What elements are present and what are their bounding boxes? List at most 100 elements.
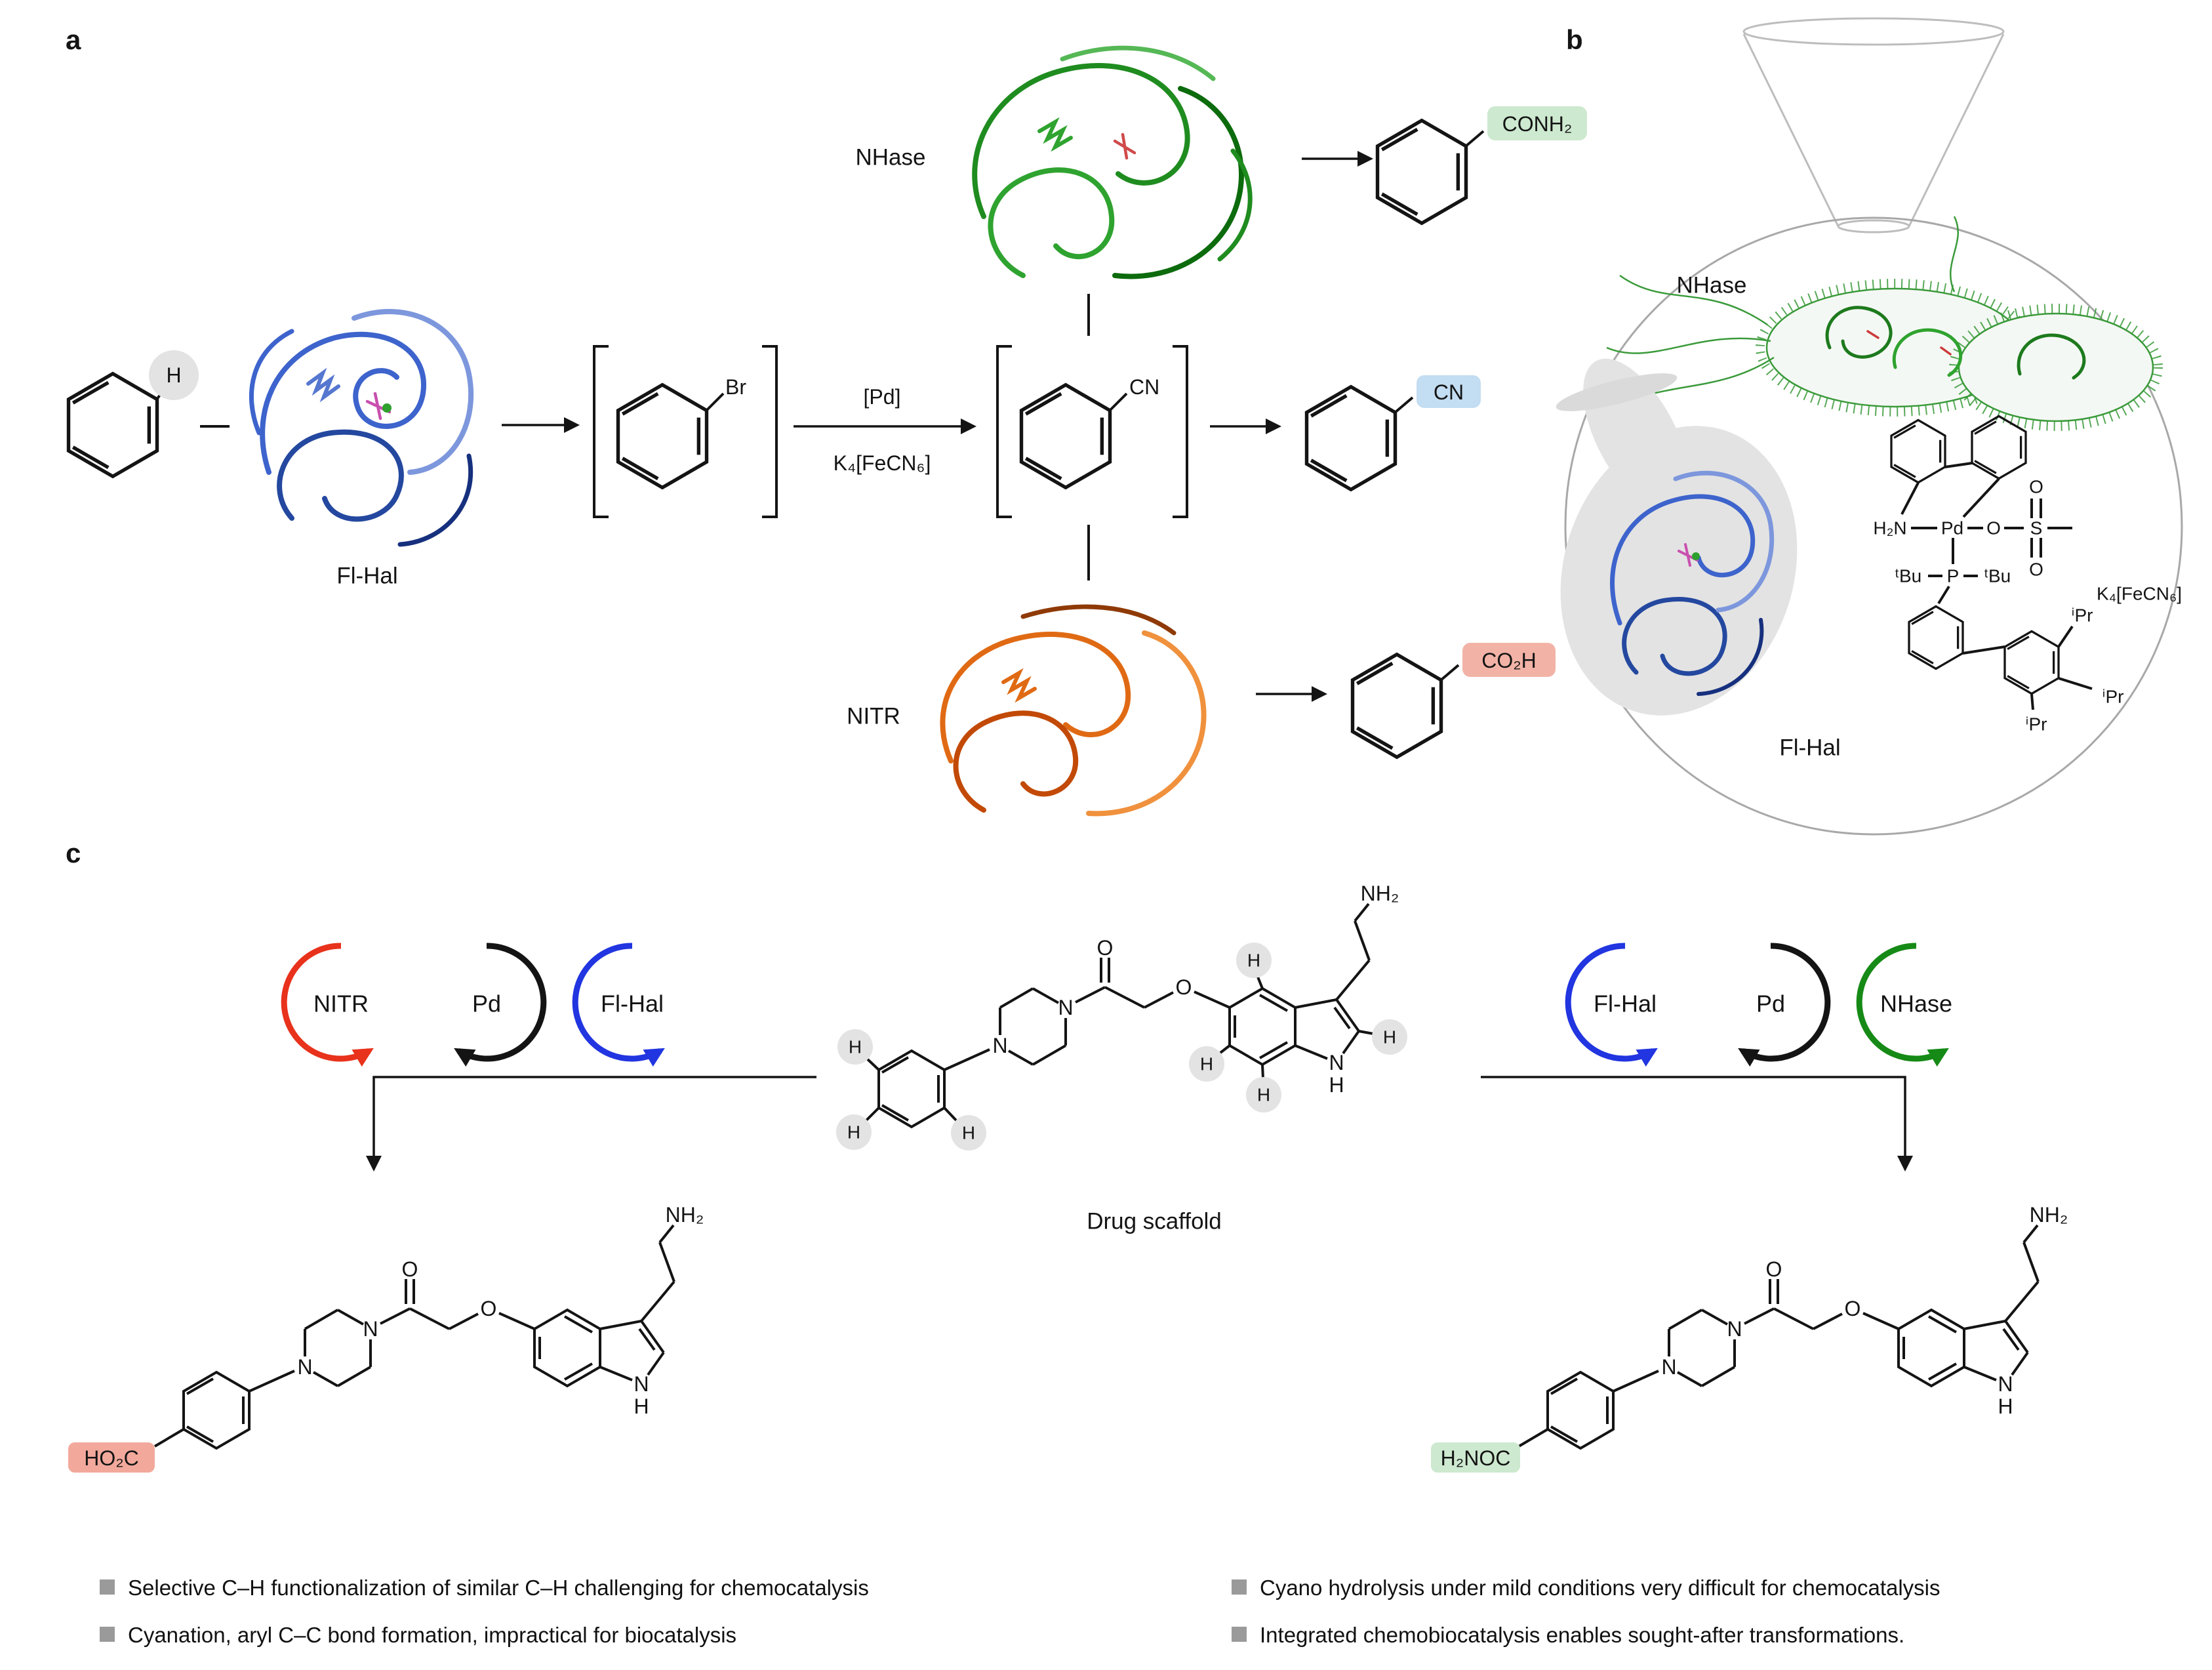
- benzene-ring: [1890, 418, 1946, 484]
- svg-text:H: H: [1998, 1395, 2013, 1418]
- nh2-group: NH₂: [1361, 882, 1399, 905]
- cyanide-source-label: K₄[FeCN₆]: [2097, 584, 2182, 604]
- cyanide-condition-label: K₄[FeCN₆]: [834, 451, 931, 475]
- svg-text:H: H: [849, 1037, 862, 1057]
- benzene-ring: [1378, 121, 1466, 224]
- bullet-square-icon: [100, 1579, 115, 1595]
- bond: [1439, 664, 1460, 682]
- scaffold-bonds: [182, 1224, 675, 1450]
- nhase-label: NHase: [856, 145, 926, 171]
- catalyst-bonds: [1900, 462, 2093, 710]
- cycle-label-pd: Pd: [1756, 990, 1785, 1017]
- fl-hal-label: Fl-Hal: [336, 563, 397, 589]
- tbu-group: ᵗBu: [1984, 566, 2011, 586]
- h-highlight-circle: [149, 350, 199, 400]
- n-atom: N: [992, 1034, 1007, 1057]
- bullet-item: Cyano hydrolysis under mild conditions v…: [1232, 1576, 1941, 1600]
- svg-text:O: O: [1845, 1297, 1861, 1320]
- svg-text:N: N: [1661, 1355, 1676, 1379]
- catalytic-cycle-pd: [1738, 943, 1831, 1067]
- amide-product-structure: N N O O N H NH₂ H₂NOC: [1431, 1203, 2068, 1473]
- benzene-ring: [1022, 385, 1110, 488]
- bracket-left: [996, 345, 1012, 518]
- key-points-right: Cyano hydrolysis under mild conditions v…: [1232, 1576, 1941, 1670]
- catalytic-cycle-flhal: [572, 943, 665, 1067]
- amide-product-box: [1487, 106, 1587, 140]
- nitrile-product-box: [1417, 375, 1481, 408]
- o-atom: O: [1986, 518, 2001, 539]
- n-atom: N: [1058, 996, 1073, 1019]
- n-atom: N: [1329, 1051, 1344, 1074]
- o-atom: O: [1176, 975, 1192, 999]
- svg-text:O: O: [481, 1297, 497, 1320]
- amide-product-label: CONH₂: [1502, 112, 1573, 136]
- svg-text:H: H: [962, 1123, 975, 1143]
- route-arrow-right: [1481, 1076, 1913, 1171]
- cycle-label-pd: Pd: [472, 990, 501, 1017]
- catalytic-cycle-nitr: [281, 943, 374, 1067]
- svg-text:N: N: [297, 1355, 312, 1379]
- fl-hal-protein-structure: [249, 309, 474, 547]
- tbu-group: ᵗBu: [1895, 566, 1921, 586]
- ipr-group: ⁱPr: [2102, 687, 2123, 707]
- cup-funnel: [1742, 17, 2005, 234]
- benzene-ring: [2003, 630, 2060, 695]
- nitrile-product-label: CN: [1434, 380, 1464, 404]
- acid-product-structure: N N O O N H NH₂ HO₂C: [68, 1203, 704, 1473]
- o-atom: O: [2029, 477, 2043, 497]
- bullet-text: Cyano hydrolysis under mild conditions v…: [1260, 1576, 1941, 1600]
- nhase-protein-structure: [972, 45, 1253, 279]
- s-atom: S: [2030, 518, 2043, 539]
- cycle-label-nhase: NHase: [1880, 990, 1952, 1017]
- pd-precatalyst: H₂N Pd O S O O ᵗBu P ᵗBu ⁱPr ⁱPr ⁱPr K₄[…: [1873, 415, 2182, 735]
- bracket-right: [1173, 345, 1188, 518]
- p-atom: P: [1947, 566, 1960, 586]
- catalytic-cycle-pd: [454, 943, 547, 1067]
- ipr-group: ⁱPr: [2025, 714, 2047, 735]
- bullet-item: Integrated chemobiocatalysis enables sou…: [1232, 1623, 1941, 1648]
- svg-text:N: N: [1727, 1317, 1742, 1341]
- gray-streak: [1556, 373, 1678, 411]
- benzene-ring: [69, 374, 157, 477]
- benzene-ring: [618, 385, 707, 488]
- nhase-mini-ribbons: [1825, 306, 2086, 380]
- bacterial-cells: [1606, 216, 2163, 431]
- bullet-text: Integrated chemobiocatalysis enables sou…: [1260, 1623, 1905, 1647]
- h-atom: H: [166, 363, 181, 387]
- fl-hal-protein-structure-b: [1610, 470, 1775, 696]
- h-atom: H: [1329, 1073, 1344, 1097]
- bracket-right: [762, 345, 778, 518]
- svg-text:H: H: [1247, 950, 1260, 971]
- cell-pili: [1949, 304, 2163, 431]
- svg-text:H: H: [847, 1122, 860, 1143]
- benzene-ring: [1353, 655, 1441, 758]
- ch-sites: H H H H H H H: [836, 943, 1407, 1151]
- svg-text:O: O: [402, 1257, 418, 1281]
- panel-c-label: c: [66, 838, 81, 868]
- acid-product-label: CO₂H: [1481, 649, 1537, 672]
- bond: [1464, 130, 1485, 148]
- panel-c: NITR Pd Fl-Hal Fl-Hal Pd NHase N N O O N…: [68, 882, 2068, 1473]
- catalytic-cycle-flhal: [1565, 943, 1658, 1067]
- pd-atom: Pd: [1941, 518, 1963, 539]
- svg-text:H: H: [1257, 1085, 1270, 1105]
- pd-condition-label: [Pd]: [864, 385, 901, 409]
- svg-text:N: N: [633, 1372, 649, 1396]
- catalytic-cycle-nhase: [1856, 943, 1949, 1067]
- key-points-left: Selective C–H functionalization of simil…: [100, 1576, 869, 1670]
- c-br-bond: [705, 392, 725, 412]
- scaffold-bonds: [1546, 1224, 2040, 1450]
- route-arrow-left: [366, 1076, 816, 1171]
- flask-circle: [1564, 216, 2183, 836]
- scaffold-bonds: [877, 903, 1371, 1128]
- br-atom: Br: [725, 375, 746, 399]
- bullet-item: Selective C–H functionalization of simil…: [100, 1576, 869, 1600]
- benzene-ring: [1908, 605, 1964, 670]
- panel-b-label: b: [1566, 24, 1583, 55]
- gray-blob: [1560, 426, 1798, 716]
- acid-product-box: [1462, 643, 1556, 677]
- catalytic-cycles-left: NITR Pd Fl-Hal: [281, 943, 665, 1067]
- bullet-text: Cyanation, aryl C–C bond formation, impr…: [128, 1623, 737, 1647]
